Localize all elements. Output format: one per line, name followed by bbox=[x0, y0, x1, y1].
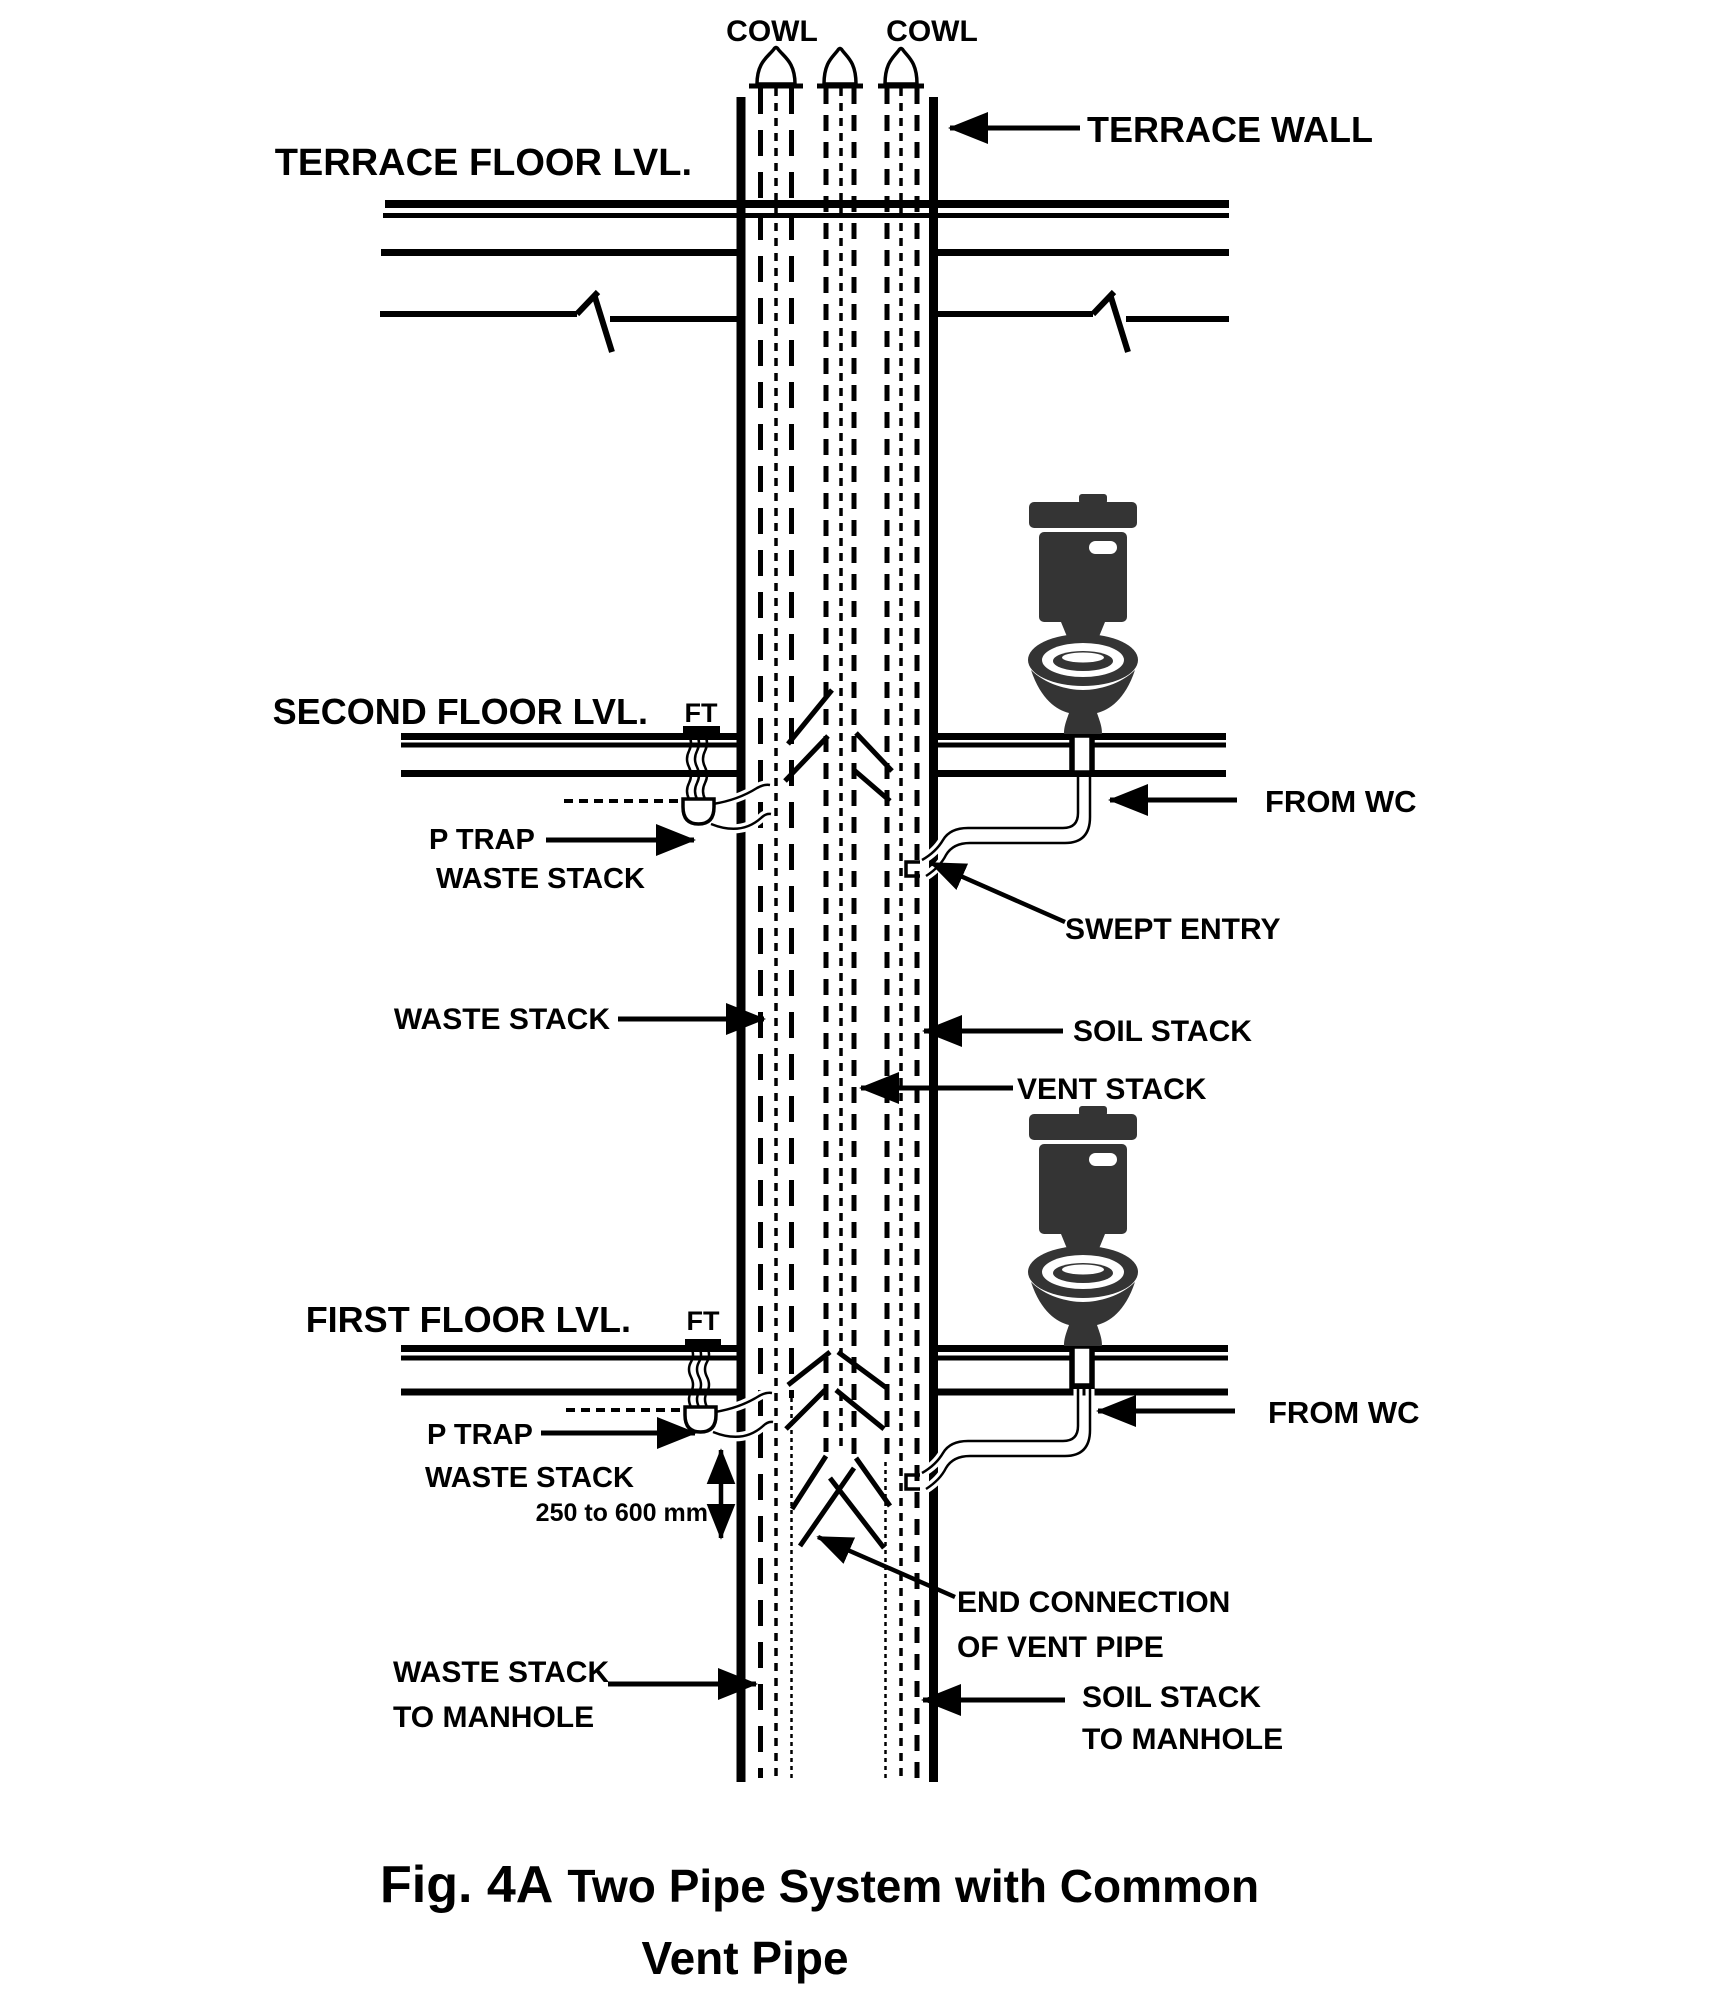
soil-to-manhole-label-1: SOIL STACK bbox=[1082, 1681, 1261, 1714]
figure-title: Two Pipe System with Common bbox=[567, 1860, 1259, 1912]
p-trap-second-icon bbox=[681, 797, 716, 826]
toilet-first-floor-icon bbox=[1028, 1106, 1138, 1346]
branch-connectors-second-floor bbox=[783, 688, 894, 803]
cowl-left-icon bbox=[749, 45, 803, 89]
second-floor-slab bbox=[401, 733, 1226, 777]
cowl-middle-icon bbox=[817, 46, 863, 89]
ft-grate-second bbox=[683, 726, 720, 735]
swept-entry-arrow bbox=[929, 860, 1066, 925]
from-wc-label-first: FROM WC bbox=[1268, 1395, 1420, 1430]
waste-stack-label-second: WASTE STACK bbox=[436, 863, 645, 895]
break-symbol-left bbox=[574, 289, 615, 353]
first-floor-lvl-label: FIRST FLOOR LVL. bbox=[306, 1299, 631, 1340]
terrace-wall-label: TERRACE WALL bbox=[1087, 109, 1373, 150]
p-trap-label-second: P TRAP bbox=[429, 824, 535, 856]
waste-stack-label: WASTE STACK bbox=[394, 1003, 610, 1036]
swept-entry-joint-first bbox=[904, 1473, 920, 1491]
end-connection-arrow bbox=[816, 1534, 956, 1600]
toilet-second-floor-icon bbox=[1028, 494, 1138, 734]
swept-entry-joint bbox=[904, 860, 920, 878]
waste-to-manhole-label-1: WASTE STACK bbox=[393, 1656, 609, 1689]
floor-trap-second bbox=[564, 726, 772, 834]
soil-stack-label: SOIL STACK bbox=[1073, 1015, 1252, 1048]
terrace-slab bbox=[380, 200, 1229, 353]
branch-connectors-first-floor bbox=[784, 1349, 890, 1431]
ft-grate-first bbox=[685, 1339, 721, 1348]
swept-entry-label: SWEPT ENTRY bbox=[1065, 913, 1281, 946]
cowl-right-icon bbox=[878, 46, 924, 89]
ft-label-first: FT bbox=[687, 1306, 720, 1336]
figure-number: Fig. 4A bbox=[380, 1856, 553, 1914]
soil-stack-pipe bbox=[884, 88, 920, 1779]
shaft-walls bbox=[736, 97, 938, 1782]
wc-outlet-second bbox=[1069, 732, 1095, 776]
soil-to-manhole-label-2: TO MANHOLE bbox=[1082, 1723, 1283, 1756]
cowl-right-label: COWL bbox=[886, 15, 978, 48]
end-connection-label-2: OF VENT PIPE bbox=[957, 1631, 1164, 1664]
waste-to-manhole-label-2: TO MANHOLE bbox=[393, 1701, 594, 1734]
waste-stack-pipe bbox=[758, 88, 794, 1779]
p-trap-label-first: P TRAP bbox=[427, 1419, 533, 1451]
end-connection-label-1: END CONNECTION bbox=[957, 1586, 1230, 1619]
vent-pipe-end-connection bbox=[789, 1454, 893, 1550]
ft-label-second: FT bbox=[685, 698, 718, 728]
p-trap-first-icon bbox=[683, 1405, 718, 1434]
break-symbol-right bbox=[1090, 289, 1131, 353]
trap-distance-label: 250 to 600 mm bbox=[536, 1499, 708, 1527]
wc-outlet-first bbox=[1069, 1343, 1095, 1389]
figure-caption-line2: Vent Pipe bbox=[641, 1932, 848, 1984]
cowl-left-label: COWL bbox=[726, 15, 818, 48]
figure-caption-line1: Fig. 4A Two Pipe System with Common bbox=[380, 1856, 1259, 1914]
from-wc-label-second: FROM WC bbox=[1265, 784, 1417, 819]
vent-stack-pipe bbox=[823, 88, 857, 1460]
vent-stack-label: VENT STACK bbox=[1017, 1073, 1207, 1106]
first-floor-slab bbox=[401, 1345, 1228, 1396]
waste-stack-label-first: WASTE STACK bbox=[425, 1462, 634, 1494]
terrace-floor-lvl-label: TERRACE FLOOR LVL. bbox=[275, 142, 692, 184]
wc-branch-first-floor bbox=[904, 1389, 1095, 1493]
second-floor-lvl-label: SECOND FLOOR LVL. bbox=[273, 691, 648, 732]
